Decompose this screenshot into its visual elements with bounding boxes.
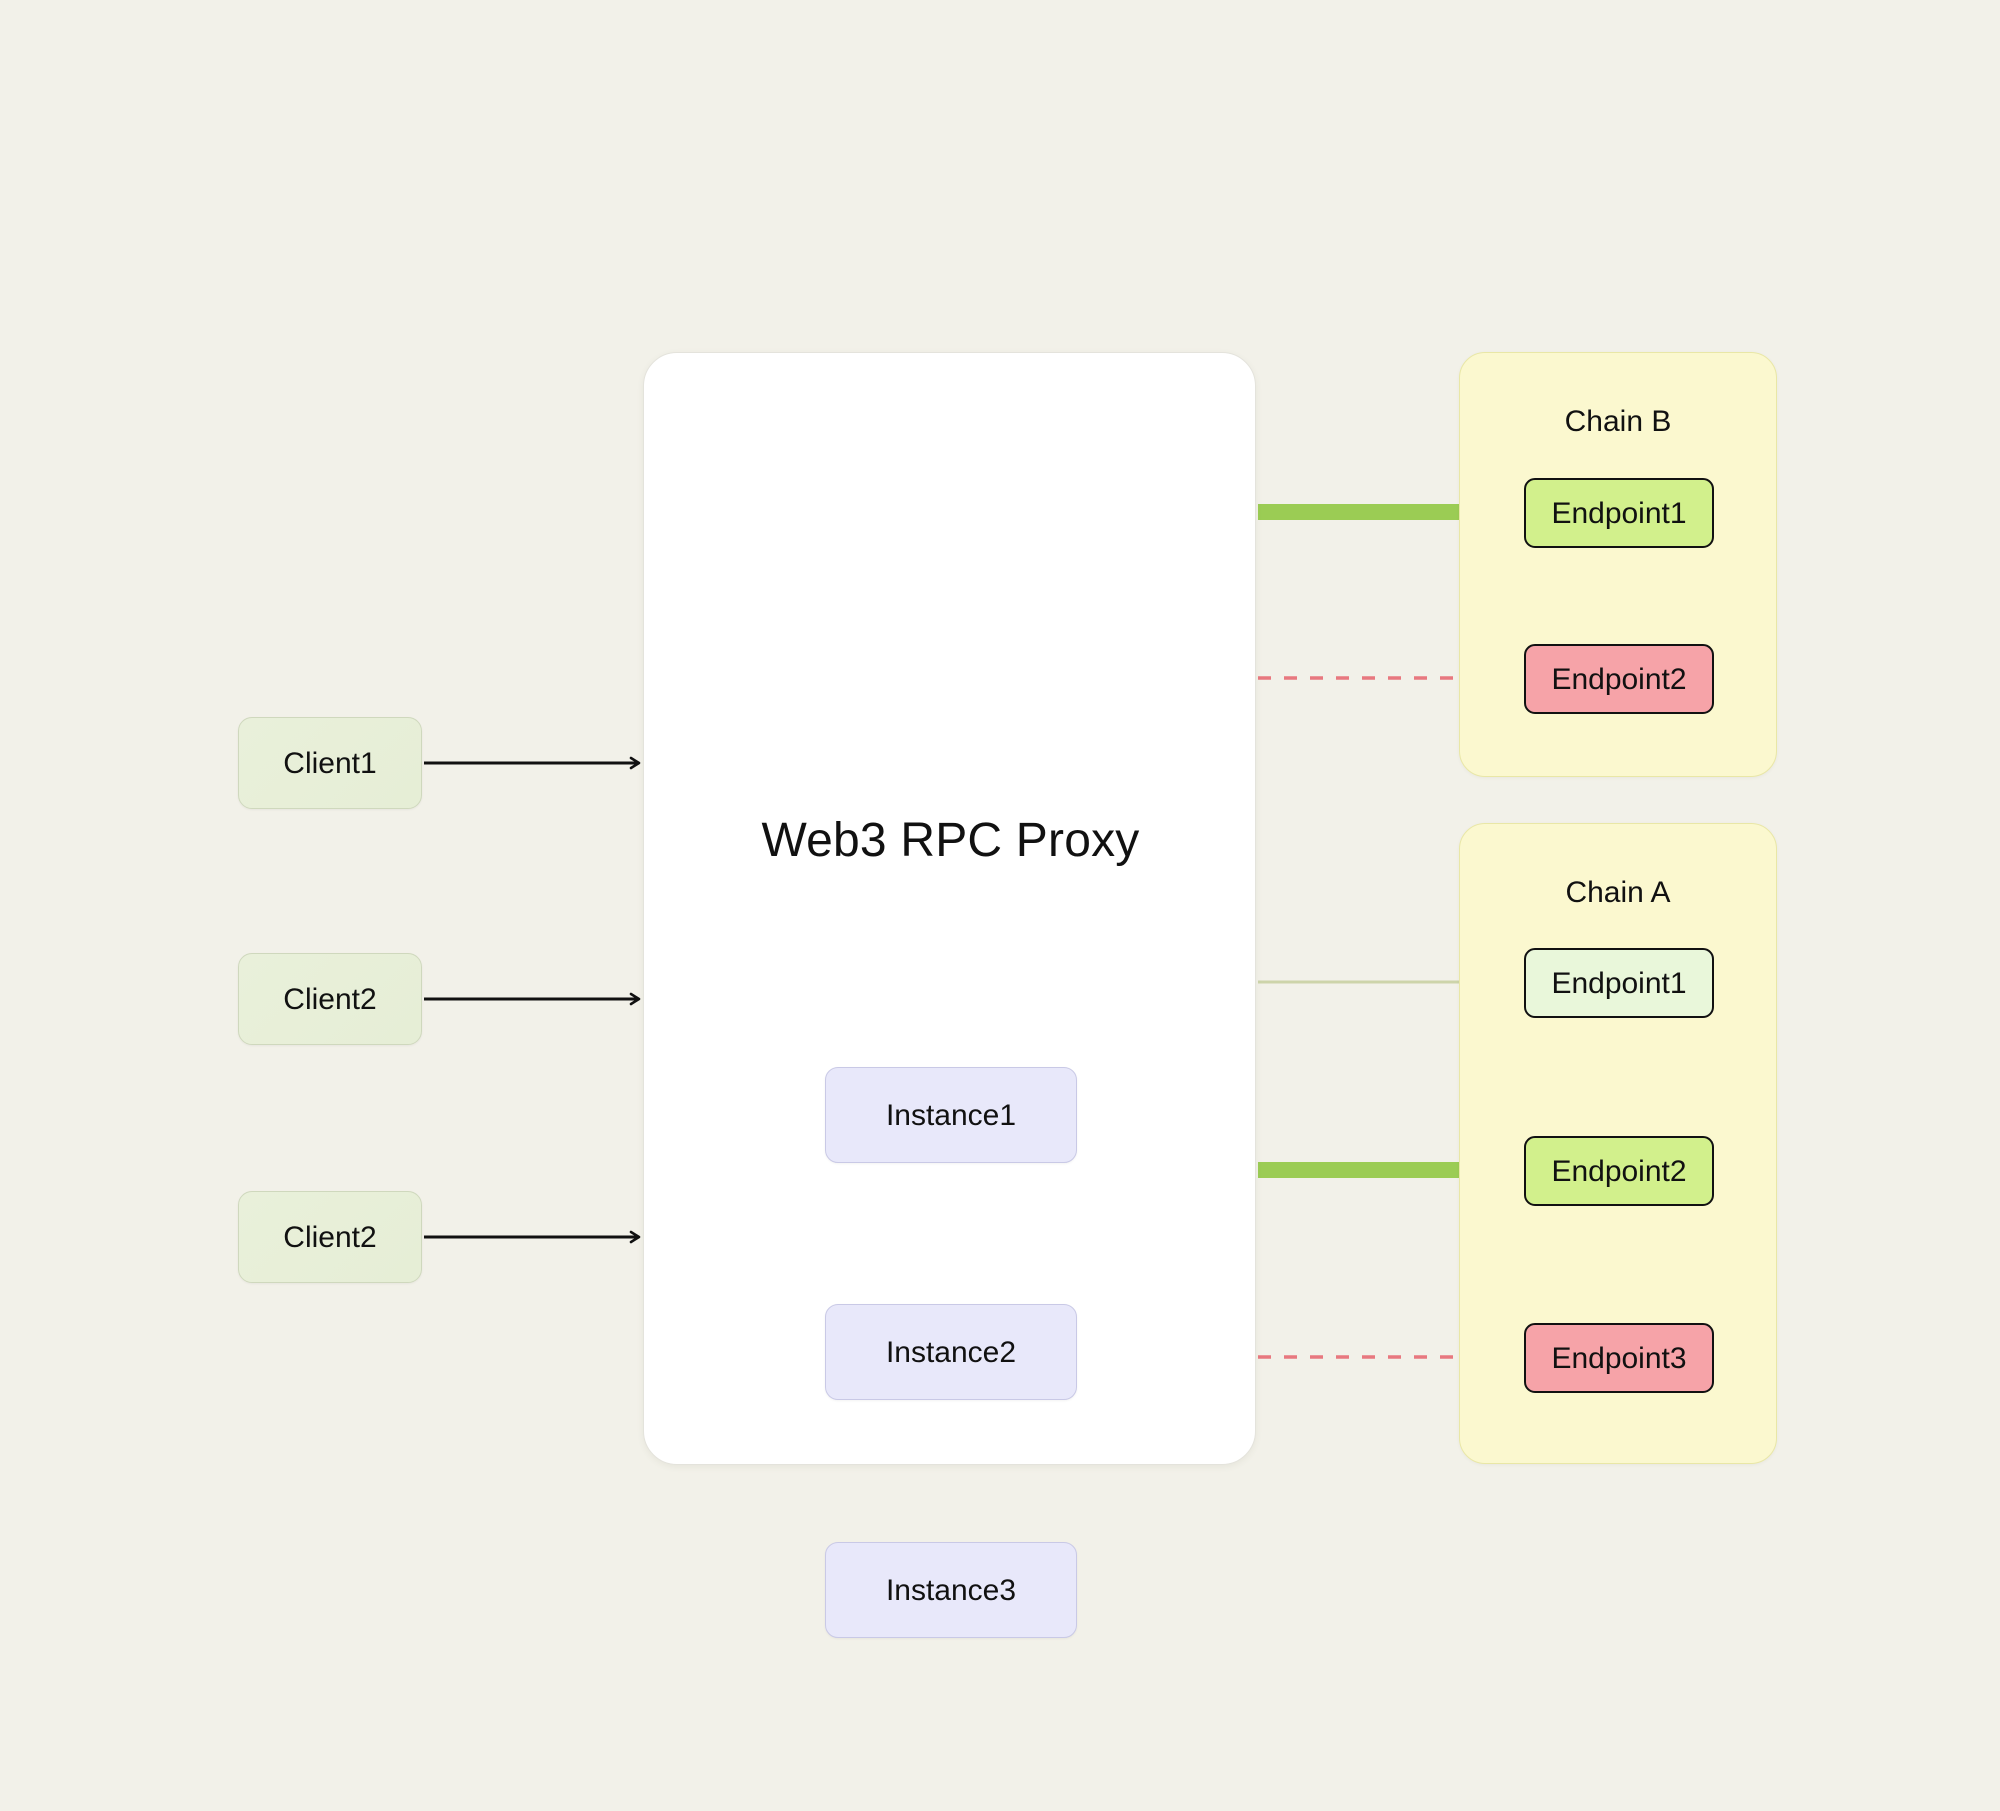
endpoint-label: Endpoint2: [1551, 1154, 1687, 1188]
instance-label: Instance3: [885, 1573, 1017, 1607]
endpoint-label: Endpoint1: [1551, 496, 1687, 530]
chain-group-a[interactable]: Chain A Endpoint1 Endpoint2 Endpoint3: [1459, 823, 1777, 1464]
instance-node-2[interactable]: Instance2: [825, 1304, 1077, 1400]
client-node-1[interactable]: Client1: [238, 717, 422, 809]
instance-node-3[interactable]: Instance3: [825, 1542, 1077, 1638]
chain-group-b[interactable]: Chain B Endpoint1 Endpoint2: [1459, 352, 1777, 777]
proxy-title: Web3 RPC Proxy: [761, 814, 1140, 867]
instance-label: Instance2: [885, 1335, 1017, 1369]
endpoint-node-chaina-1[interactable]: Endpoint1: [1524, 948, 1714, 1018]
endpoint-node-chainb-2[interactable]: Endpoint2: [1524, 644, 1714, 714]
endpoint-label: Endpoint2: [1551, 662, 1687, 696]
endpoint-label: Endpoint1: [1551, 966, 1687, 1000]
client-label: Client1: [283, 746, 377, 780]
client-node-2[interactable]: Client2: [238, 953, 422, 1045]
endpoint-node-chaina-2[interactable]: Endpoint2: [1524, 1136, 1714, 1206]
client-label: Client2: [283, 982, 377, 1016]
endpoint-label: Endpoint3: [1551, 1341, 1687, 1375]
endpoint-node-chaina-3[interactable]: Endpoint3: [1524, 1323, 1714, 1393]
instance-label: Instance1: [885, 1098, 1017, 1132]
endpoint-node-chainb-1[interactable]: Endpoint1: [1524, 478, 1714, 548]
chain-b-title: Chain B: [1564, 405, 1672, 438]
client-node-3[interactable]: Client2: [238, 1191, 422, 1283]
instance-node-1[interactable]: Instance1: [825, 1067, 1077, 1163]
client-label: Client2: [283, 1220, 377, 1254]
chain-a-title: Chain A: [1565, 876, 1671, 909]
proxy-panel[interactable]: Web3 RPC Proxy Instance1 Instance2 Insta…: [643, 352, 1256, 1638]
